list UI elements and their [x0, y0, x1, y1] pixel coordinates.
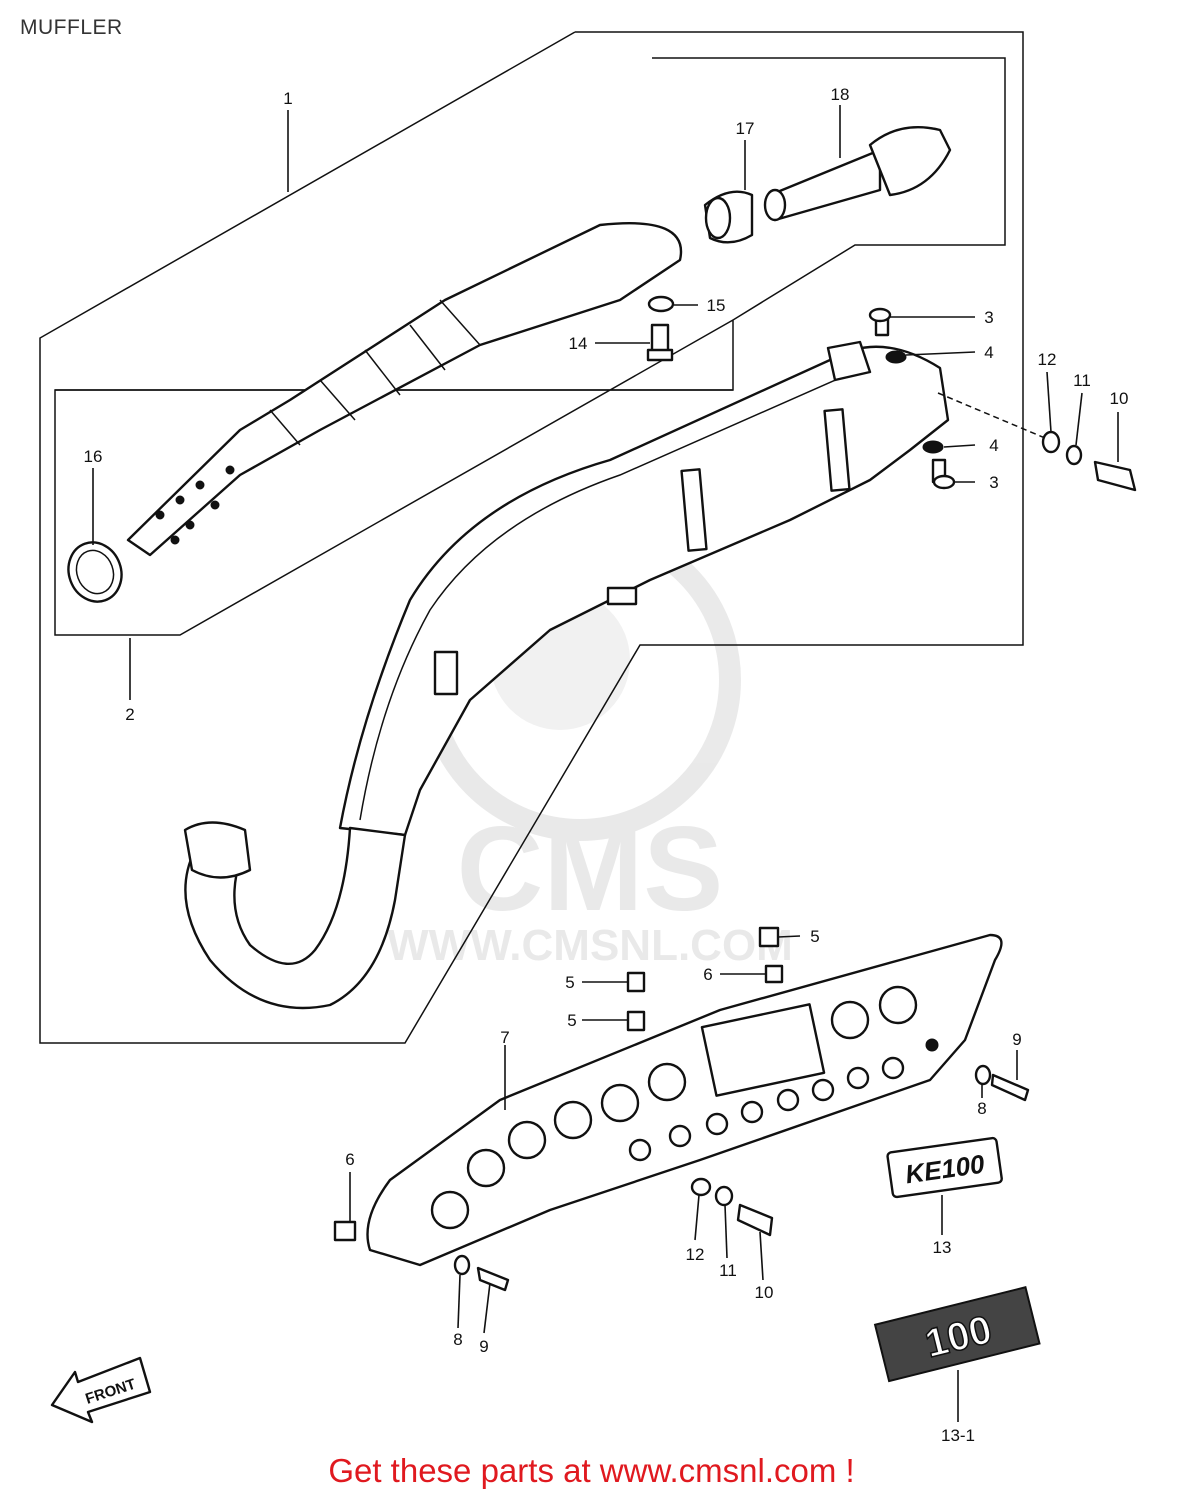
callout-8-left: 8	[453, 1330, 462, 1349]
callout-12-lower: 12	[686, 1245, 705, 1264]
bolt-14	[646, 323, 674, 362]
front-direction-arrow: FRONT	[50, 1356, 152, 1424]
washer-8-left	[453, 1254, 471, 1276]
body-clamp-2	[823, 408, 851, 492]
page-title: MUFFLER	[20, 16, 123, 39]
clip-5-low	[626, 1010, 646, 1032]
washer-4-upper	[885, 350, 907, 364]
callout-17: 17	[736, 119, 755, 138]
callout-18: 18	[831, 85, 850, 104]
watermark-url: WWW.CMSNL.COM	[387, 921, 793, 970]
callout-1: 1	[283, 89, 292, 108]
callout-13: 13	[933, 1238, 952, 1257]
body-clamp-4	[433, 650, 459, 696]
washer-15	[647, 295, 675, 313]
exploded-parts-diagram: CMS WWW.CMSNL.COM	[39, 31, 1137, 1445]
screw-9-left	[476, 1266, 510, 1292]
washer-11-upper	[1065, 444, 1083, 466]
muffler-body	[338, 340, 950, 837]
washer-12-upper	[1041, 430, 1061, 454]
silencer-inner-tube	[126, 221, 683, 557]
washer-11-lower	[714, 1185, 734, 1207]
clip-5-top	[758, 926, 780, 948]
callout-2: 2	[125, 705, 134, 724]
assembly-1-outline	[39, 31, 1024, 1044]
callout-8-right: 8	[977, 1099, 986, 1118]
screw-3-upper	[868, 307, 892, 337]
callout-5-mid: 5	[565, 973, 574, 992]
callout-12-upper: 12	[1038, 350, 1057, 369]
callout-4-lower: 4	[989, 436, 998, 455]
washer-4-lower	[922, 440, 944, 454]
footer-link-text[interactable]: Get these parts at www.cmsnl.com !	[328, 1452, 855, 1489]
washer-8-right	[974, 1064, 992, 1086]
side-emblem-100: 100	[873, 1286, 1041, 1383]
bushing	[703, 190, 754, 244]
callout-13-1: 13-1	[941, 1426, 975, 1445]
body-clamp-1	[680, 468, 708, 552]
watermark: CMS WWW.CMSNL.COM	[387, 519, 793, 970]
callout-9-right: 9	[1012, 1030, 1021, 1049]
screw-3-lower	[931, 458, 956, 490]
callout-16: 16	[84, 447, 103, 466]
body-clamp-3	[606, 586, 638, 606]
callout-3-lower: 3	[989, 473, 998, 492]
bolt-10-upper	[1093, 460, 1137, 492]
ke100-emblem: KE100	[886, 1136, 1003, 1199]
callout-6-top: 6	[703, 965, 712, 984]
clip-6-top	[764, 964, 784, 984]
side-emblem-text: 100	[921, 1308, 996, 1367]
callout-10-lower: 10	[755, 1283, 774, 1302]
callout-11-lower: 11	[719, 1261, 737, 1280]
callout-5-low: 5	[567, 1011, 576, 1030]
ring-gasket	[67, 541, 123, 603]
callout-10-upper: 10	[1110, 389, 1129, 408]
assembly-2-outline	[54, 57, 1006, 636]
leader-lines	[92, 105, 1119, 1422]
screw-9-right	[990, 1073, 1030, 1102]
callout-15: 15	[707, 296, 726, 315]
washer-12-lower	[690, 1177, 712, 1197]
tail-pipe	[763, 126, 952, 222]
callout-3-upper: 3	[984, 308, 993, 327]
callout-11-upper: 11	[1073, 371, 1091, 390]
heat-guard	[366, 933, 1003, 1267]
callout-5-top: 5	[810, 927, 819, 946]
exhaust-front-pipe	[183, 821, 407, 1010]
callout-14: 14	[569, 334, 588, 353]
callout-9-left: 9	[479, 1337, 488, 1356]
bolt-10-lower	[736, 1203, 774, 1237]
watermark-brand: CMS	[457, 802, 724, 936]
clip-6-left	[333, 1220, 357, 1242]
callout-6-left: 6	[345, 1150, 354, 1169]
callout-4-upper: 4	[984, 343, 993, 362]
clip-5-mid	[626, 971, 646, 993]
callout-7: 7	[500, 1028, 509, 1047]
